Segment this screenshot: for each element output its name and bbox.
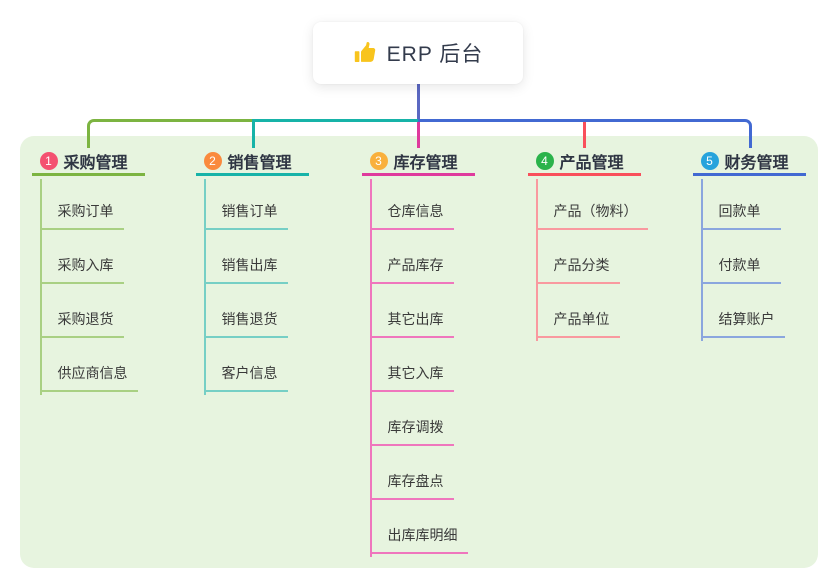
child-node[interactable]: 产品分类 bbox=[535, 230, 620, 284]
branch-number-badge: 4 bbox=[535, 151, 554, 170]
branch-spine-line bbox=[700, 179, 703, 341]
child-node[interactable]: 仓库信息 bbox=[369, 176, 454, 230]
child-node-label: 库存盘点 bbox=[387, 473, 444, 489]
child-node[interactable]: 结算账户 bbox=[700, 284, 785, 338]
child-node[interactable]: 产品库存 bbox=[369, 230, 454, 284]
child-node[interactable]: 库存盘点 bbox=[369, 446, 454, 500]
branch-number-badge: 5 bbox=[700, 151, 719, 170]
branch-number-badge: 2 bbox=[203, 151, 222, 170]
thumbs-up-icon bbox=[353, 41, 377, 65]
branch-title[interactable]: 3 库存管理 bbox=[361, 148, 475, 176]
child-node-label: 结算账户 bbox=[718, 311, 775, 327]
child-node-label: 采购入库 bbox=[57, 257, 114, 273]
child-node[interactable]: 产品（物料） bbox=[535, 176, 648, 230]
connector-branch-5-elbow bbox=[418, 119, 752, 148]
child-node[interactable]: 供应商信息 bbox=[39, 338, 138, 392]
child-node[interactable]: 库存调拨 bbox=[369, 392, 454, 446]
branch-title-label: 库存管理 bbox=[393, 154, 458, 172]
branch-spine-line bbox=[39, 179, 42, 395]
root-node-label: ERP 后台 bbox=[386, 43, 484, 66]
child-node-label: 其它出库 bbox=[387, 311, 444, 327]
child-node-label: 采购退货 bbox=[57, 311, 114, 327]
child-node[interactable]: 销售退货 bbox=[203, 284, 288, 338]
branch-库存管理: 3 库存管理仓库信息产品库存其它出库其它入库库存调拨库存盘点出库库明细 bbox=[361, 148, 475, 557]
branch-title[interactable]: 2 销售管理 bbox=[195, 148, 309, 176]
child-node[interactable]: 付款单 bbox=[700, 230, 781, 284]
child-node[interactable]: 出库库明细 bbox=[369, 500, 468, 554]
branch-number-badge: 3 bbox=[369, 151, 388, 170]
child-node-label: 客户信息 bbox=[221, 365, 278, 381]
child-node-label: 供应商信息 bbox=[57, 365, 128, 381]
child-node-label: 销售退货 bbox=[221, 311, 278, 327]
branch-spine-line bbox=[535, 179, 538, 341]
child-node-label: 销售出库 bbox=[221, 257, 278, 273]
root-stem-line bbox=[416, 84, 420, 122]
child-node[interactable]: 客户信息 bbox=[203, 338, 288, 392]
branch-spine-line bbox=[369, 179, 372, 557]
root-node-erp[interactable]: ERP 后台 bbox=[313, 22, 523, 84]
connector-branch-4-drop bbox=[582, 122, 586, 148]
child-node-label: 产品库存 bbox=[387, 257, 444, 273]
child-node[interactable]: 其它出库 bbox=[369, 284, 454, 338]
child-node-label: 产品分类 bbox=[553, 257, 610, 273]
connector-branch-3-drop bbox=[416, 122, 420, 148]
branches-background-panel bbox=[20, 136, 818, 568]
child-node-label: 其它入库 bbox=[387, 365, 444, 381]
child-node[interactable]: 采购订单 bbox=[39, 176, 124, 230]
child-node[interactable]: 其它入库 bbox=[369, 338, 454, 392]
child-node-label: 库存调拨 bbox=[387, 419, 444, 435]
child-node-label: 出库库明细 bbox=[387, 527, 458, 543]
child-node-label: 采购订单 bbox=[57, 203, 114, 219]
branch-title-label: 产品管理 bbox=[559, 154, 624, 172]
child-node[interactable]: 采购退货 bbox=[39, 284, 124, 338]
child-node[interactable]: 销售出库 bbox=[203, 230, 288, 284]
branch-title[interactable]: 4 产品管理 bbox=[527, 148, 641, 176]
branch-产品管理: 4 产品管理产品（物料） 产品分类产品单位 bbox=[527, 148, 648, 341]
child-node[interactable]: 销售订单 bbox=[203, 176, 288, 230]
child-node-label: 销售订单 bbox=[221, 203, 278, 219]
branch-title[interactable]: 5 财务管理 bbox=[692, 148, 806, 176]
branch-销售管理: 2 销售管理销售订单销售出库销售退货客户信息 bbox=[195, 148, 309, 395]
branch-title-label: 财务管理 bbox=[724, 154, 789, 172]
branch-spine-line bbox=[203, 179, 206, 395]
child-node-label: 回款单 bbox=[718, 203, 761, 219]
connector-branch-1-elbow bbox=[87, 119, 252, 148]
branch-title-label: 销售管理 bbox=[227, 154, 292, 172]
branch-采购管理: 1 采购管理采购订单采购入库采购退货供应商信息 bbox=[31, 148, 145, 395]
child-node-label: 仓库信息 bbox=[387, 203, 444, 219]
branch-title-label: 采购管理 bbox=[63, 154, 128, 172]
child-node-label: 付款单 bbox=[718, 257, 761, 273]
child-node-label: 产品（物料） bbox=[553, 203, 638, 219]
branch-财务管理: 5 财务管理回款单付款单结算账户 bbox=[692, 148, 806, 341]
branch-number-badge: 1 bbox=[39, 151, 58, 170]
child-node[interactable]: 采购入库 bbox=[39, 230, 124, 284]
branch-title[interactable]: 1 采购管理 bbox=[31, 148, 145, 176]
child-node[interactable]: 回款单 bbox=[700, 176, 781, 230]
child-node[interactable]: 产品单位 bbox=[535, 284, 620, 338]
child-node-label: 产品单位 bbox=[553, 311, 610, 327]
connector-branch-2-elbow bbox=[252, 119, 418, 148]
